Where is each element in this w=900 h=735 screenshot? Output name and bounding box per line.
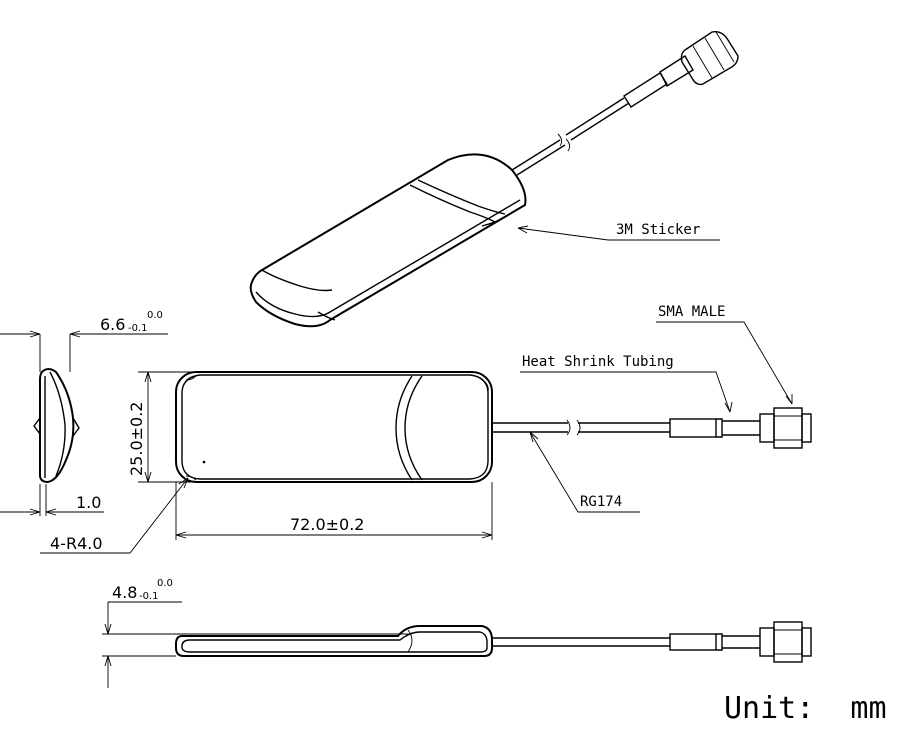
dim-48-tol-lower: -0.1 [139, 591, 159, 602]
heat-shrink-label: Heat Shrink Tubing [522, 354, 674, 370]
iso-cable-upper [511, 139, 561, 171]
iso-cap-line-3 [481, 213, 511, 227]
iso-heat-shrink [623, 72, 668, 108]
dim-48-value: 4.8 [112, 583, 137, 602]
cable-leader-arrow [529, 431, 539, 443]
top-view: 25.0±0.2 72.0±0.2 4-R4.0 RG174 Heat Shri… [40, 304, 812, 554]
sma-label: SMA MALE [658, 304, 725, 320]
side-heat-shrink [669, 633, 717, 651]
heat-shrink-leader [520, 371, 731, 413]
iso-antenna-body [249, 153, 527, 328]
iso-sma-nut-lines [692, 31, 735, 79]
iso-cable-lower-2 [570, 102, 630, 141]
dim-radius-leader [40, 477, 189, 554]
top-sma-tip [801, 413, 812, 443]
iso-cable-lower [516, 144, 566, 176]
heat-shrink-arrow [724, 401, 733, 413]
end-view: 6.6 0.0 -0.1 1.0 [0, 310, 168, 516]
dim-25-arrows [144, 371, 152, 483]
dim-48-arrows [104, 623, 112, 667]
dim-72-arrows [175, 531, 493, 539]
top-view-inner [181, 374, 489, 480]
end-view-tip-r [72, 417, 80, 437]
cable-leader [529, 431, 640, 513]
top-sma-ring [759, 413, 775, 443]
iso-antenna-top-face [261, 269, 333, 292]
side-sma-nut [773, 621, 803, 663]
dim-10-value: 1.0 [76, 493, 101, 512]
iso-sma-body [659, 55, 694, 87]
top-cable-break [566, 419, 581, 436]
dim-radius-arrow [178, 477, 189, 489]
dim-radius-value: 4-R4.0 [50, 534, 103, 553]
dim-66-tol-upper: 0.0 [147, 310, 163, 321]
dim-72-ext [175, 482, 493, 540]
dim-66-tol-lower: -0.1 [128, 323, 148, 334]
top-cable [492, 422, 670, 433]
side-view-cap-line [407, 629, 413, 653]
dim-48-tol-upper: 0.0 [157, 578, 173, 589]
sticker-label: 3M Sticker [616, 222, 700, 238]
top-view-cap-outer [395, 375, 413, 481]
top-sma-nut [773, 407, 803, 449]
dim-66-arrows [29, 330, 81, 338]
dim-25-value: 25.0±0.2 [127, 402, 146, 476]
side-view: 4.8 0.0 -0.1 [102, 578, 812, 688]
top-sma-nut-lines [774, 415, 802, 441]
isometric-view: 3M Sticker [249, 30, 739, 328]
side-cable [492, 637, 670, 647]
dim-10-arrows [29, 508, 57, 516]
dim-66-value: 6.6 [100, 315, 125, 334]
sma-leader [656, 321, 793, 405]
end-view-tip [33, 417, 41, 435]
sma-leader-arrow [785, 394, 793, 405]
iso-cable-upper-2 [565, 97, 625, 136]
iso-cap-line-2 [417, 179, 506, 215]
iso-antenna-lower-edge [255, 199, 521, 318]
end-view-inner [44, 371, 66, 478]
top-view-dot [202, 460, 206, 464]
iso-corner-mark [317, 311, 336, 321]
cable-label: RG174 [580, 494, 622, 510]
iso-sma-nut [680, 30, 739, 86]
top-view-corner-marks [185, 375, 489, 481]
top-heat-shrink [669, 418, 717, 438]
side-sma-tip [801, 627, 812, 657]
side-view-outline [175, 625, 493, 657]
iso-cable-break [557, 133, 571, 152]
dim-72-value: 72.0±0.2 [290, 515, 364, 534]
side-heat-shrink-end [716, 633, 760, 651]
dim-25-ext [138, 371, 200, 483]
iso-sticker-arrow [517, 225, 529, 234]
iso-cap-line-1 [409, 184, 496, 223]
side-sma-ring [759, 627, 775, 657]
unit-label: Unit: mm [724, 691, 887, 726]
end-view-outline [39, 368, 75, 484]
side-view-inner [181, 631, 488, 653]
top-heat-shrink-end [716, 418, 760, 438]
top-view-outline [175, 371, 493, 483]
dim-48-ext [102, 633, 410, 657]
top-view-cap-inner [404, 375, 423, 481]
side-sma-nut-lines [774, 629, 802, 655]
iso-sticker-leader [517, 227, 720, 241]
